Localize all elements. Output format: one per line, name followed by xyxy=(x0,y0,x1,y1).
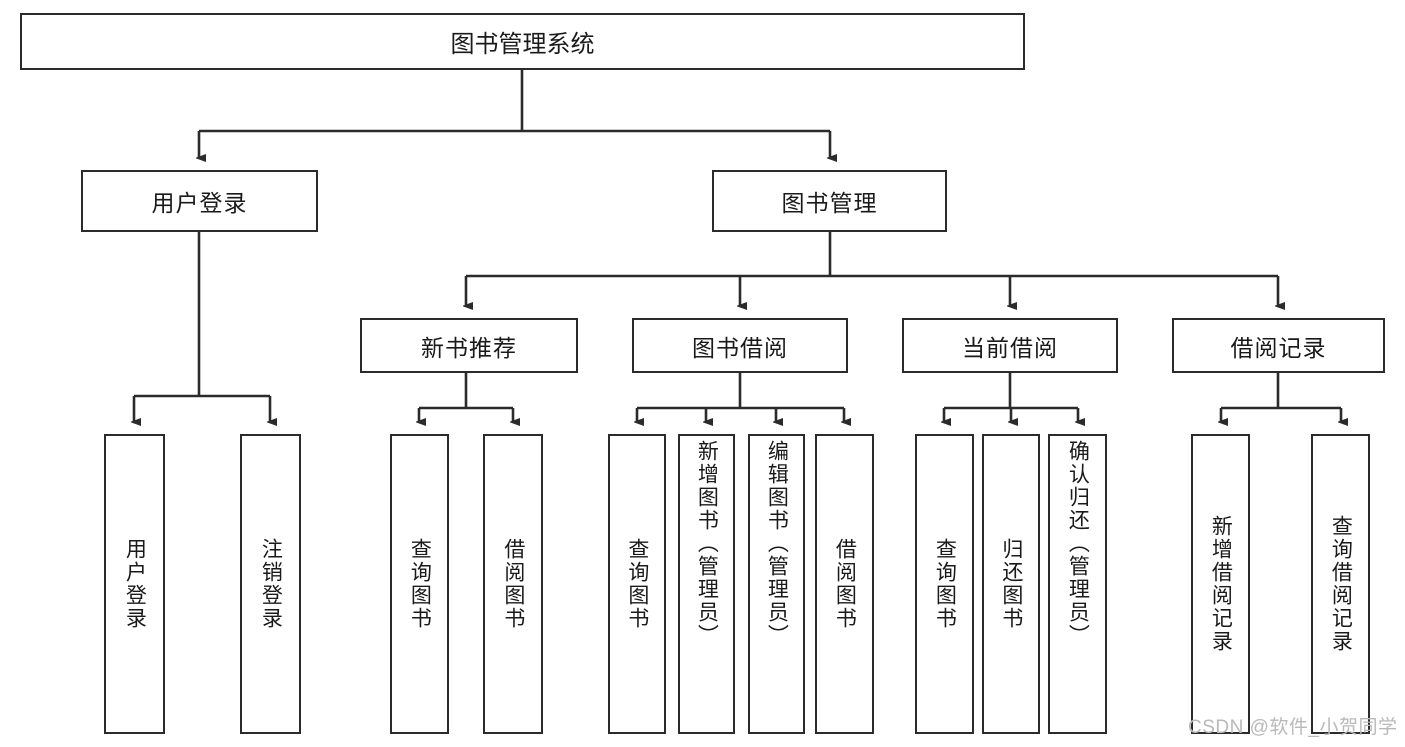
leaf-label: 用户登录 xyxy=(123,538,147,630)
leaf-user-login-logout[interactable]: 注销登录 xyxy=(240,434,301,734)
node-book-borrow[interactable]: 图书借阅 xyxy=(632,318,848,373)
leaf-book-borrow-edit[interactable]: 编辑图书（管理员） xyxy=(748,434,805,734)
node-new-book-recommend[interactable]: 新书推荐 xyxy=(360,318,578,373)
leaf-label: 注销登录 xyxy=(259,538,283,630)
leaf-label: 新增借阅记录 xyxy=(1209,515,1233,653)
leaf-book-borrow-add[interactable]: 新增图书（管理员） xyxy=(678,434,735,734)
leaf-label: 查询借阅记录 xyxy=(1329,515,1353,653)
leaf-label: 查询图书 xyxy=(408,538,432,630)
leaf-label: 查询图书 xyxy=(933,538,957,630)
node-book-management[interactable]: 图书管理 xyxy=(712,170,947,232)
leaf-book-borrow-borrow[interactable]: 借阅图书 xyxy=(815,434,874,734)
leaf-label: 新增图书（管理员） xyxy=(695,440,719,647)
leaf-label: 查询图书 xyxy=(625,538,649,630)
node-user-login[interactable]: 用户登录 xyxy=(81,170,318,232)
leaf-current-borrow-return[interactable]: 归还图书 xyxy=(982,434,1040,734)
leaf-label: 归还图书 xyxy=(999,538,1023,630)
node-root-system[interactable]: 图书管理系统 xyxy=(20,13,1025,70)
leaf-borrow-record-query[interactable]: 查询借阅记录 xyxy=(1311,434,1370,734)
leaf-new-book-borrow[interactable]: 借阅图书 xyxy=(483,434,543,734)
leaf-label: 借阅图书 xyxy=(501,538,525,630)
leaf-label: 编辑图书（管理员） xyxy=(765,440,789,647)
leaf-user-login-login[interactable]: 用户登录 xyxy=(104,434,165,734)
leaf-book-borrow-query[interactable]: 查询图书 xyxy=(608,434,666,734)
watermark: CSDN @软件_小贺同学 xyxy=(1188,717,1398,738)
leaf-current-borrow-confirm-return[interactable]: 确认归还（管理员） xyxy=(1048,434,1107,734)
node-borrow-record[interactable]: 借阅记录 xyxy=(1172,318,1385,373)
leaf-label: 确认归还（管理员） xyxy=(1066,440,1090,647)
leaf-current-borrow-query[interactable]: 查询图书 xyxy=(915,434,974,734)
leaf-borrow-record-add[interactable]: 新增借阅记录 xyxy=(1191,434,1250,734)
leaf-label: 借阅图书 xyxy=(833,538,857,630)
node-current-borrow[interactable]: 当前借阅 xyxy=(902,318,1118,373)
leaf-new-book-query[interactable]: 查询图书 xyxy=(390,434,449,734)
